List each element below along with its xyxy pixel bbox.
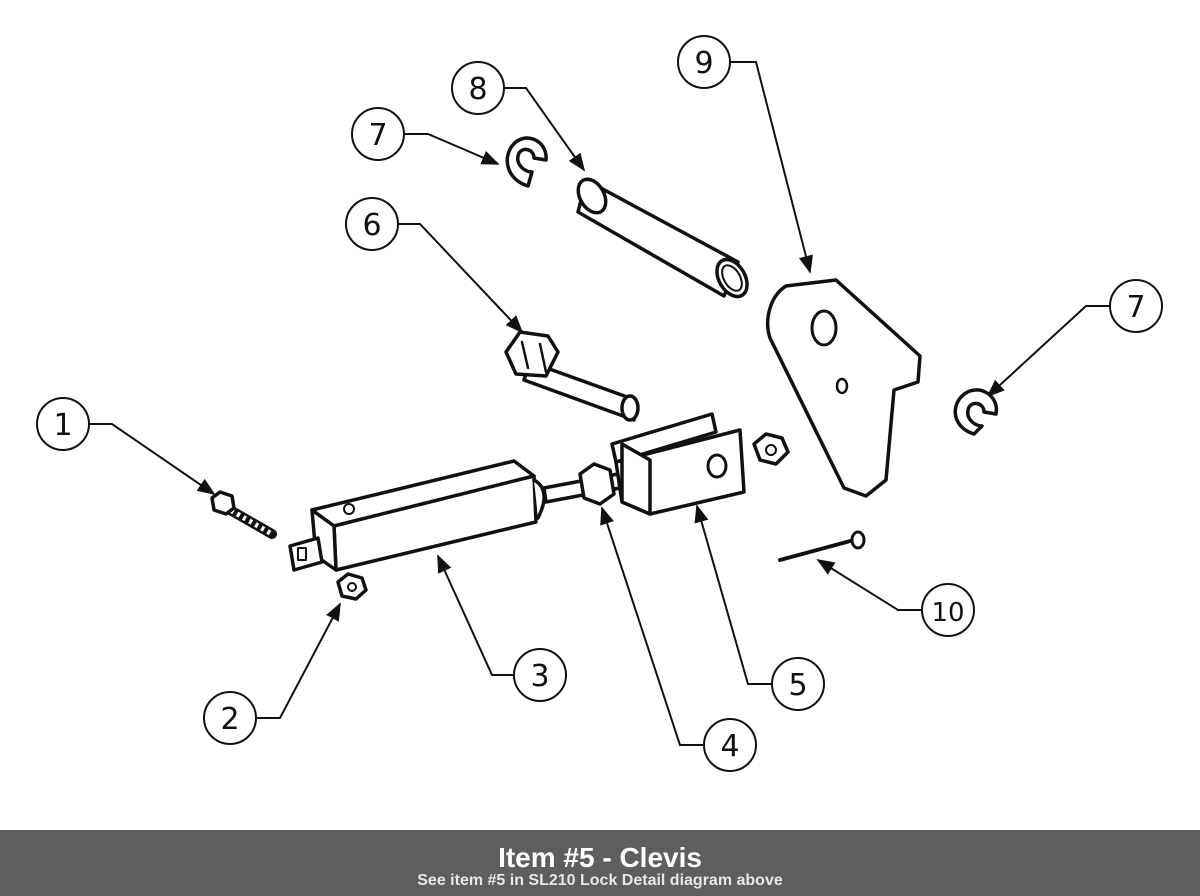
leader-2 (256, 602, 341, 719)
svg-text:7: 7 (368, 118, 387, 153)
svg-text:3: 3 (530, 659, 549, 694)
leader-1 (90, 423, 216, 496)
part-7-clip-lower (953, 388, 999, 436)
svg-text:7: 7 (1126, 290, 1145, 325)
leader-7a (404, 133, 500, 165)
svg-text:8: 8 (468, 72, 487, 107)
part-6-hex-bolt (504, 330, 640, 422)
part-9-lock-plate (765, 278, 922, 498)
leader-4 (600, 506, 704, 746)
part-8-pin (576, 177, 749, 299)
callout-6: 6 (345, 197, 399, 251)
callout-1: 1 (36, 397, 90, 451)
exploded-parts-diagram: 1 2 3 4 5 6 7 8 (36, 35, 1163, 772)
leader-9 (730, 61, 813, 274)
part-7-clip-upper (505, 136, 548, 188)
callout-7b: 7 (1109, 279, 1163, 333)
part-10-cotter-pin (778, 530, 866, 562)
callout-group: 1 2 3 4 5 6 7 8 (36, 35, 1163, 772)
callout-2: 2 (203, 691, 257, 745)
caption-bar: Item #5 - Clevis See item #5 in SL210 Lo… (0, 830, 1200, 896)
svg-text:10: 10 (931, 598, 964, 628)
svg-text:5: 5 (788, 668, 807, 703)
leader-3 (437, 554, 514, 676)
caption-subtitle: See item #5 in SL210 Lock Detail diagram… (417, 872, 783, 889)
part-1-bolt (210, 490, 277, 539)
callout-9: 9 (677, 35, 731, 89)
part-4-rod-nut (542, 462, 622, 506)
leader-10 (816, 559, 922, 611)
callout-3: 3 (513, 648, 567, 702)
clevis-nut (752, 432, 790, 466)
caption-title: Item #5 - Clevis (498, 842, 702, 873)
svg-text:1: 1 (53, 408, 72, 443)
callout-10: 10 (921, 583, 975, 637)
part-2-nut (336, 572, 368, 601)
svg-text:4: 4 (720, 729, 739, 764)
leader-5 (694, 504, 772, 685)
leader-8 (504, 87, 586, 172)
part-3-tube (288, 459, 546, 572)
callout-4: 4 (703, 718, 757, 772)
leader-lines (90, 61, 1110, 746)
leader-7b (986, 305, 1110, 398)
callout-5: 5 (771, 657, 825, 711)
callout-8: 8 (451, 61, 505, 115)
callout-7a: 7 (351, 107, 405, 161)
svg-text:6: 6 (362, 208, 381, 243)
svg-text:9: 9 (694, 46, 713, 81)
leader-6 (398, 223, 524, 334)
part-5-clevis (610, 412, 746, 516)
svg-text:2: 2 (220, 702, 239, 737)
